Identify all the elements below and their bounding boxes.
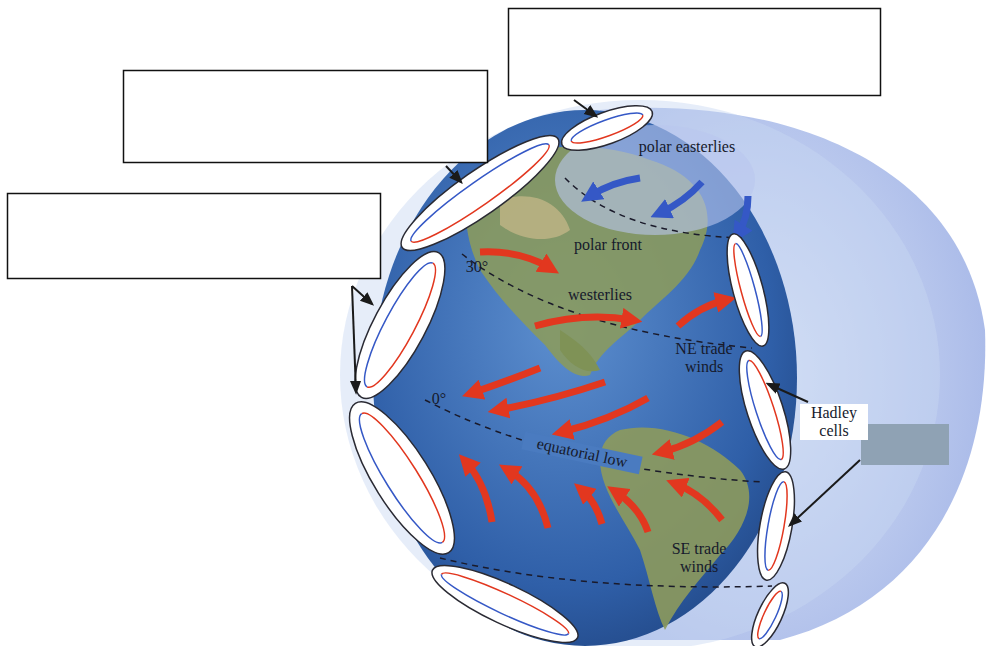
wind-label: westerlies bbox=[552, 286, 648, 304]
wind-label: NE trade winds bbox=[665, 340, 743, 376]
wind-label: SE trade winds bbox=[660, 540, 738, 576]
wind-label: Hadley cells bbox=[800, 404, 868, 440]
wind-label: 0° bbox=[426, 390, 452, 408]
wind-label: 30° bbox=[460, 258, 494, 276]
wind-label: polar front bbox=[560, 236, 656, 254]
wind-label: polar easterlies bbox=[622, 138, 752, 156]
